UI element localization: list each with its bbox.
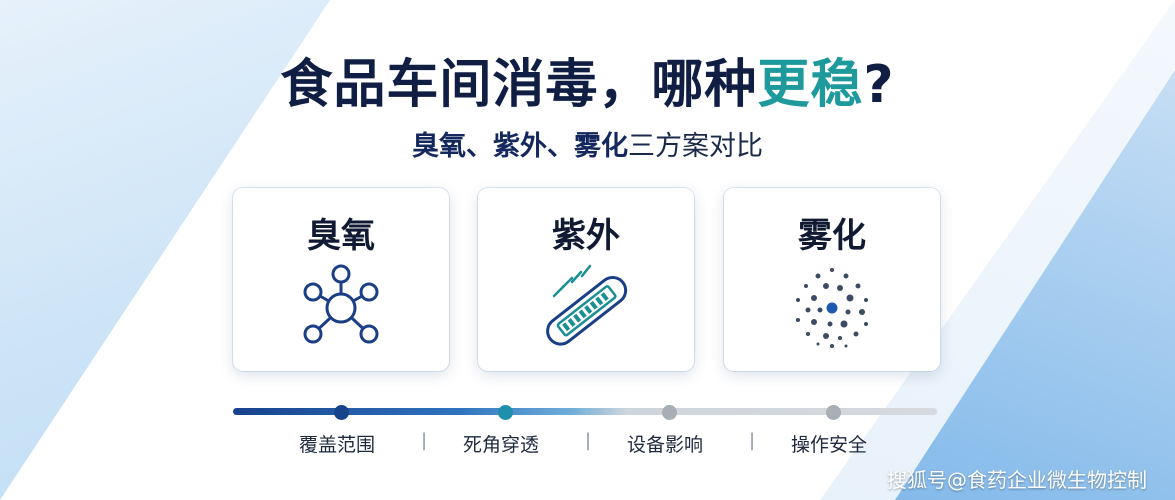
mist-dots-icon [796, 268, 868, 348]
uv-lamp-icon [546, 264, 628, 346]
criterion-penetration: 死角穿透 [463, 434, 540, 456]
criterion-equipment: 设备影响 [627, 434, 704, 456]
comparison-progress-bar [233, 405, 937, 420]
criterion-coverage: 覆盖范围 [299, 434, 376, 456]
criterion-safety: 操作安全 [791, 434, 868, 456]
card-ozone: 臭氧 [233, 188, 449, 371]
criteria-labels: 覆盖范围 | 死角穿透 | 设备影响 | 操作安全 [0, 430, 1175, 456]
progress-dot-coverage [334, 405, 349, 420]
progress-track [233, 408, 937, 415]
card-mist: 雾化 [724, 188, 940, 371]
progress-dot-equipment [662, 405, 677, 420]
page-subtitle: 臭氧、紫外、雾化三方案对比 [0, 124, 1175, 163]
card-title-ozone: 臭氧 [307, 216, 375, 256]
watermark-text: 搜狐号@食药企业微生物控制 [887, 468, 1147, 492]
criteria-separator: | [421, 430, 428, 451]
molecule-icon [303, 264, 379, 344]
subtitle-comparison: 三方案对比 [628, 131, 763, 162]
page-title: 食品车间消毒，哪种更稳? [280, 55, 895, 115]
card-title-uv: 紫外 [552, 216, 620, 256]
progress-dot-safety [826, 405, 841, 420]
subtitle-methods: 臭氧、紫外、雾化 [412, 131, 628, 162]
title-accent: 更稳 [757, 55, 864, 115]
criteria-separator: | [585, 430, 592, 451]
criteria-separator: | [749, 430, 756, 451]
card-uv: 紫外 [478, 188, 694, 371]
progress-dot-penetration [498, 405, 513, 420]
card-title-mist: 雾化 [798, 216, 866, 256]
